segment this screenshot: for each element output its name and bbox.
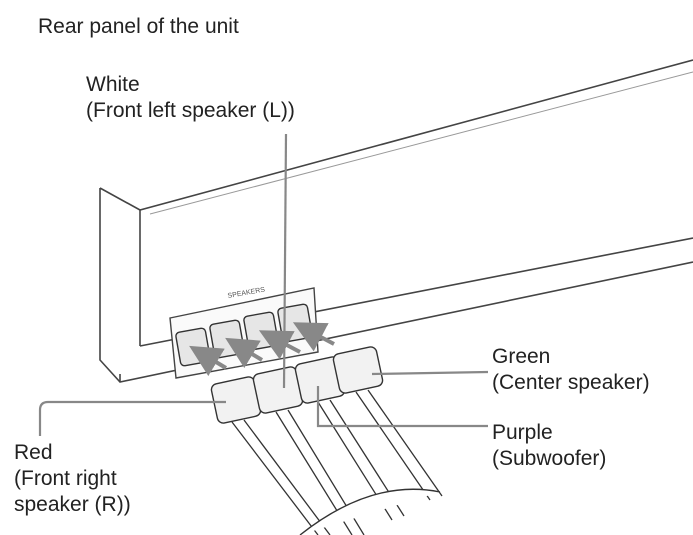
leader-green [371,370,489,376]
speaker-plugs [210,346,384,424]
label-purple-color: Purple [492,421,553,444]
label-purple: Purple (Subwoofer) [492,420,606,472]
label-red-desc-1: (Front right [14,467,117,490]
jack-4 [277,303,313,343]
label-white: White (Front left speaker (L)) [86,72,295,124]
label-red-color: Red [14,441,53,464]
jack-3 [243,311,279,351]
jack-2 [209,319,245,359]
insertion-arrows [189,322,335,377]
label-white-color: White [86,73,140,96]
label-purple-desc: (Subwoofer) [492,447,607,470]
label-white-desc: (Front left speaker (L)) [86,99,295,122]
diagram-title: Rear panel of the unit [38,15,239,38]
label-green-color: Green [492,345,551,368]
label-green: Green (Center speaker) [492,344,650,396]
label-red-desc-2: speaker (R)) [14,493,131,516]
leader-white [282,133,288,389]
leader-purple [316,386,488,428]
leader-red [38,400,226,436]
label-red: Red (Front right speaker (R)) [14,440,131,518]
leader-lines [38,133,489,436]
cable-cut-line [299,488,441,535]
jack-1 [175,327,211,367]
label-green-desc: (Center speaker) [492,371,650,394]
plug-green [332,346,384,394]
panel-marking: SPEAKERS [227,286,266,300]
